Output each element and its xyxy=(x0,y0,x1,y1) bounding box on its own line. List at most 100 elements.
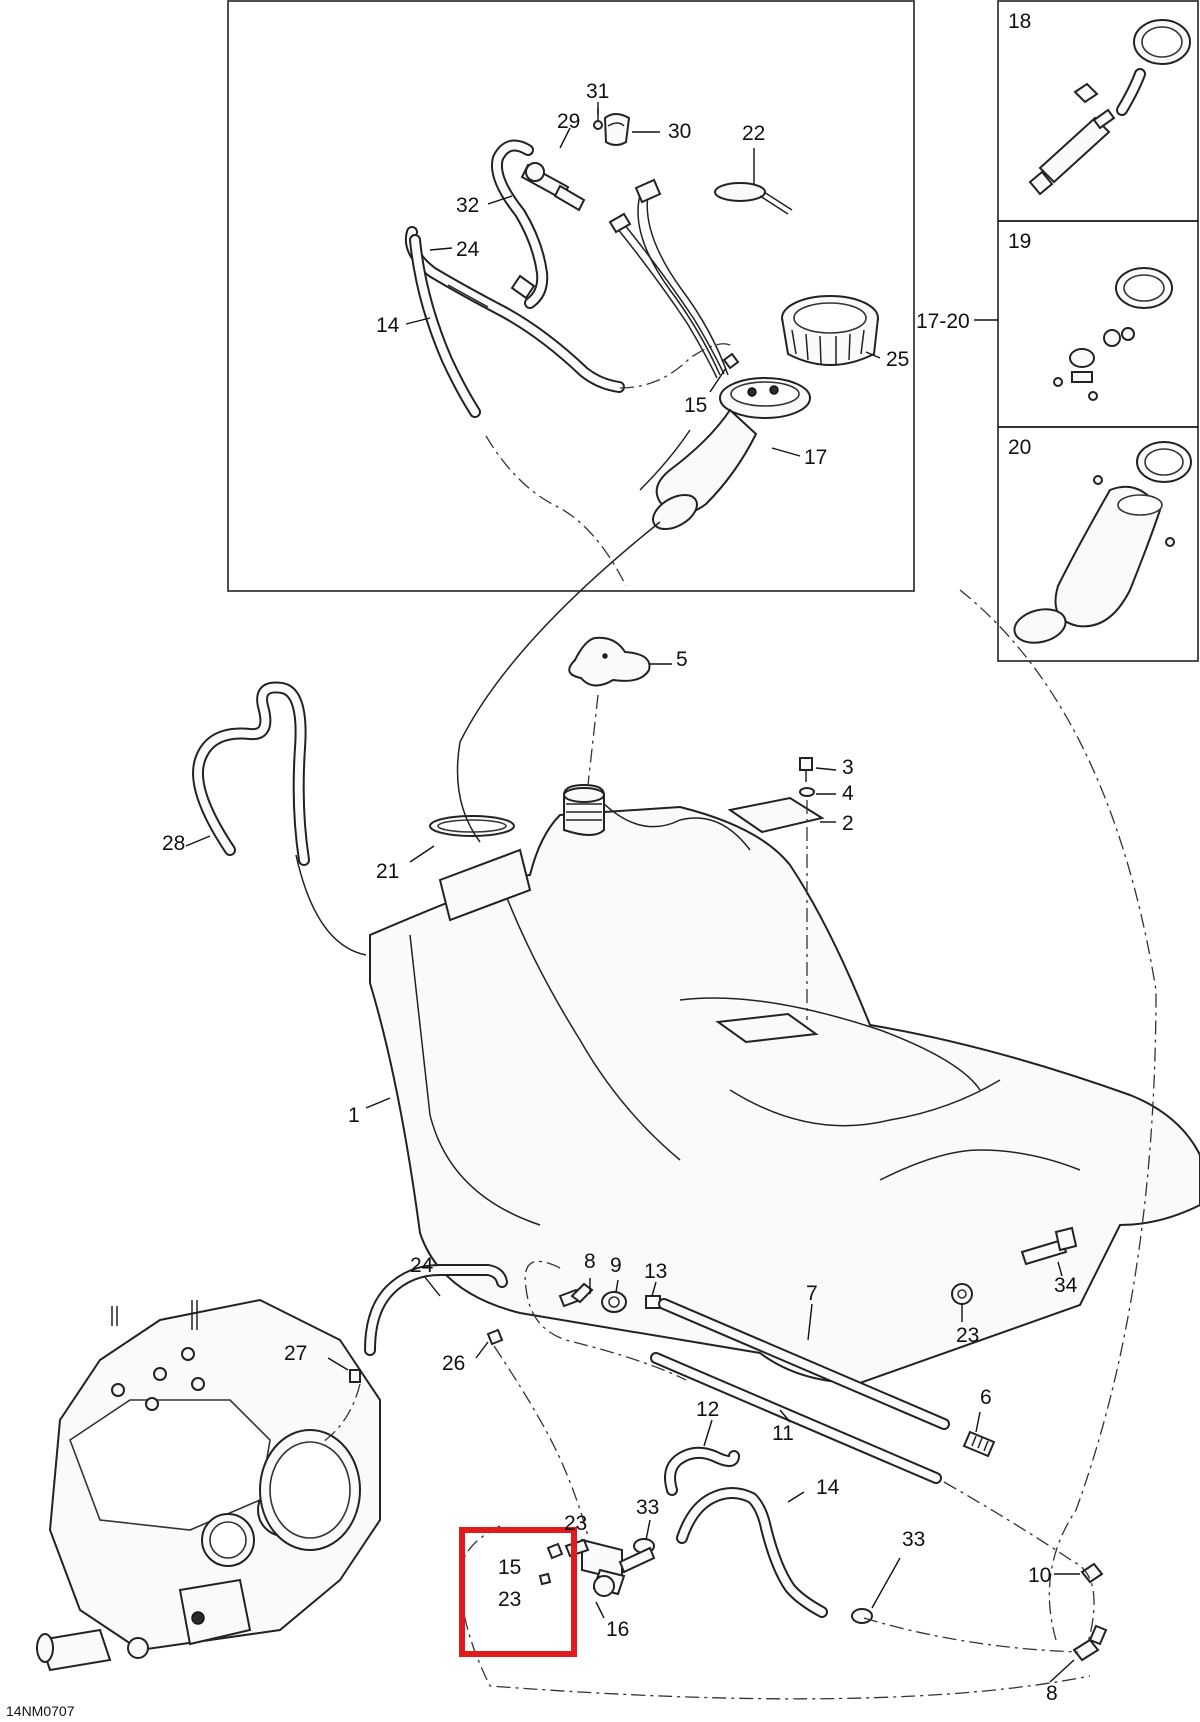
callout-6: 6 xyxy=(980,1386,992,1409)
callout-33-right: 33 xyxy=(902,1528,925,1551)
inset-frame-20 xyxy=(997,426,1199,662)
callout-5: 5 xyxy=(676,648,688,671)
route-pump-to-tank xyxy=(456,521,661,843)
dashed-route-right xyxy=(959,589,1157,1641)
callout-8-top: 8 xyxy=(584,1250,596,1273)
highlight-box xyxy=(459,1527,577,1657)
inset-20-pump-housing xyxy=(1013,441,1192,644)
part-8-elbow-bottom xyxy=(1072,1624,1108,1662)
callout-23-box: 23 xyxy=(498,1588,521,1611)
inset-label-20: 20 xyxy=(1008,436,1031,459)
part-3-screw xyxy=(799,757,813,782)
callout-29: 29 xyxy=(557,110,580,133)
callout-8-bottom: 8 xyxy=(1046,1682,1058,1705)
part-8-elbow-top xyxy=(558,1282,594,1308)
callout-14-top: 14 xyxy=(376,314,400,337)
dashed-route-1 xyxy=(619,343,733,389)
callout-24-top: 24 xyxy=(456,238,480,261)
part-24-vent-hose-bottom xyxy=(364,1264,508,1356)
callout-22: 22 xyxy=(742,122,765,145)
callout-9: 9 xyxy=(610,1254,622,1277)
part-9-grommet xyxy=(601,1291,627,1313)
part-28-hose xyxy=(192,681,310,866)
callout-33-left: 33 xyxy=(636,1496,659,1519)
dashed-route-lower-2 xyxy=(493,1345,589,1537)
inset-19-filter-parts xyxy=(1053,267,1173,401)
callout-21: 21 xyxy=(376,860,399,883)
callout-13: 13 xyxy=(644,1260,667,1283)
callout-4: 4 xyxy=(842,782,854,805)
part-13-fitting xyxy=(645,1295,661,1309)
callout-11: 11 xyxy=(772,1422,794,1445)
inset-label-19: 19 xyxy=(1008,230,1031,253)
fuel-pump-lines xyxy=(608,178,729,379)
dashed-route-lower-6 xyxy=(863,1617,1079,1653)
callout-30: 30 xyxy=(668,120,691,143)
callout-14-bottom: 14 xyxy=(816,1476,840,1499)
part-33-clamp-right xyxy=(851,1608,873,1624)
part-23-nut-right xyxy=(951,1283,973,1305)
part-14-hose-bottom xyxy=(676,1487,828,1618)
callout-34: 34 xyxy=(1054,1274,1078,1297)
part-16-valve-assembly xyxy=(564,1538,656,1597)
inset-18-pump-parts xyxy=(1028,19,1191,196)
callout-23-mid: 23 xyxy=(564,1512,587,1535)
diagram-code: 14NM0707 xyxy=(6,1703,75,1719)
part-34-bolt xyxy=(1020,1226,1078,1266)
dashed-route-cap xyxy=(587,694,599,786)
callout-17: 17 xyxy=(804,446,827,469)
callout-1: 1 xyxy=(348,1104,360,1127)
part-7-hose xyxy=(658,1298,950,1430)
callout-32: 32 xyxy=(456,194,479,217)
part-4-washer xyxy=(799,787,815,797)
dashed-route-lower-1 xyxy=(524,1260,687,1381)
callout-15-box: 15 xyxy=(498,1556,521,1579)
callout-16: 16 xyxy=(606,1618,629,1641)
callout-7: 7 xyxy=(806,1282,818,1305)
part-2-plate xyxy=(727,796,825,834)
inset-group-label: 17-20 xyxy=(916,310,970,333)
dashed-route-lower-4 xyxy=(319,1383,361,1445)
callout-31: 31 xyxy=(586,80,609,103)
callout-26: 26 xyxy=(442,1352,465,1375)
lower-leaders xyxy=(185,663,1080,1683)
fuel-pump-inset-frame xyxy=(227,0,915,592)
part-22-cable-tie xyxy=(714,182,793,215)
callout-15-top: 15 xyxy=(684,394,707,417)
part-12-hose xyxy=(664,1446,740,1496)
inset-label-18: 18 xyxy=(1008,10,1031,33)
part-26-fitting xyxy=(486,1328,504,1346)
part-24-vent-hose-top xyxy=(405,226,625,393)
part-5-cap xyxy=(568,636,651,687)
part-29-valve xyxy=(520,162,586,212)
part-17-fuel-pump-module xyxy=(639,377,811,531)
route-28-to-tank xyxy=(295,854,367,956)
dashed-route-lower-3 xyxy=(943,1481,1095,1643)
part-14-hose-top xyxy=(409,234,481,418)
highlight-box-parts xyxy=(538,1542,564,1586)
part-32-hose xyxy=(491,139,549,309)
part-10-fitting xyxy=(1080,1562,1104,1584)
dashed-route-2 xyxy=(485,435,627,587)
part-11-hose xyxy=(650,1352,942,1484)
callout-3: 3 xyxy=(842,756,854,779)
part-31-screw xyxy=(593,108,603,130)
part-1-fuel-tank xyxy=(369,783,1200,1385)
callout-23-right: 23 xyxy=(956,1324,979,1347)
callout-2: 2 xyxy=(842,812,854,835)
callout-28: 28 xyxy=(162,832,185,855)
part-27-fitting xyxy=(349,1369,361,1383)
top-box-leaders xyxy=(405,102,881,457)
callout-27: 27 xyxy=(284,1342,307,1365)
callout-25: 25 xyxy=(886,348,909,371)
callout-12: 12 xyxy=(696,1398,719,1421)
part-6-fitting xyxy=(962,1430,996,1458)
part-21-gasket xyxy=(429,815,515,837)
part-30-clamp xyxy=(603,113,631,146)
callout-10: 10 xyxy=(1028,1564,1051,1587)
callout-24-bottom: 24 xyxy=(410,1254,434,1277)
part-25-lock-ring xyxy=(781,295,879,366)
engine-assembly xyxy=(36,1298,381,1672)
part-15-fitting-top xyxy=(722,352,740,370)
